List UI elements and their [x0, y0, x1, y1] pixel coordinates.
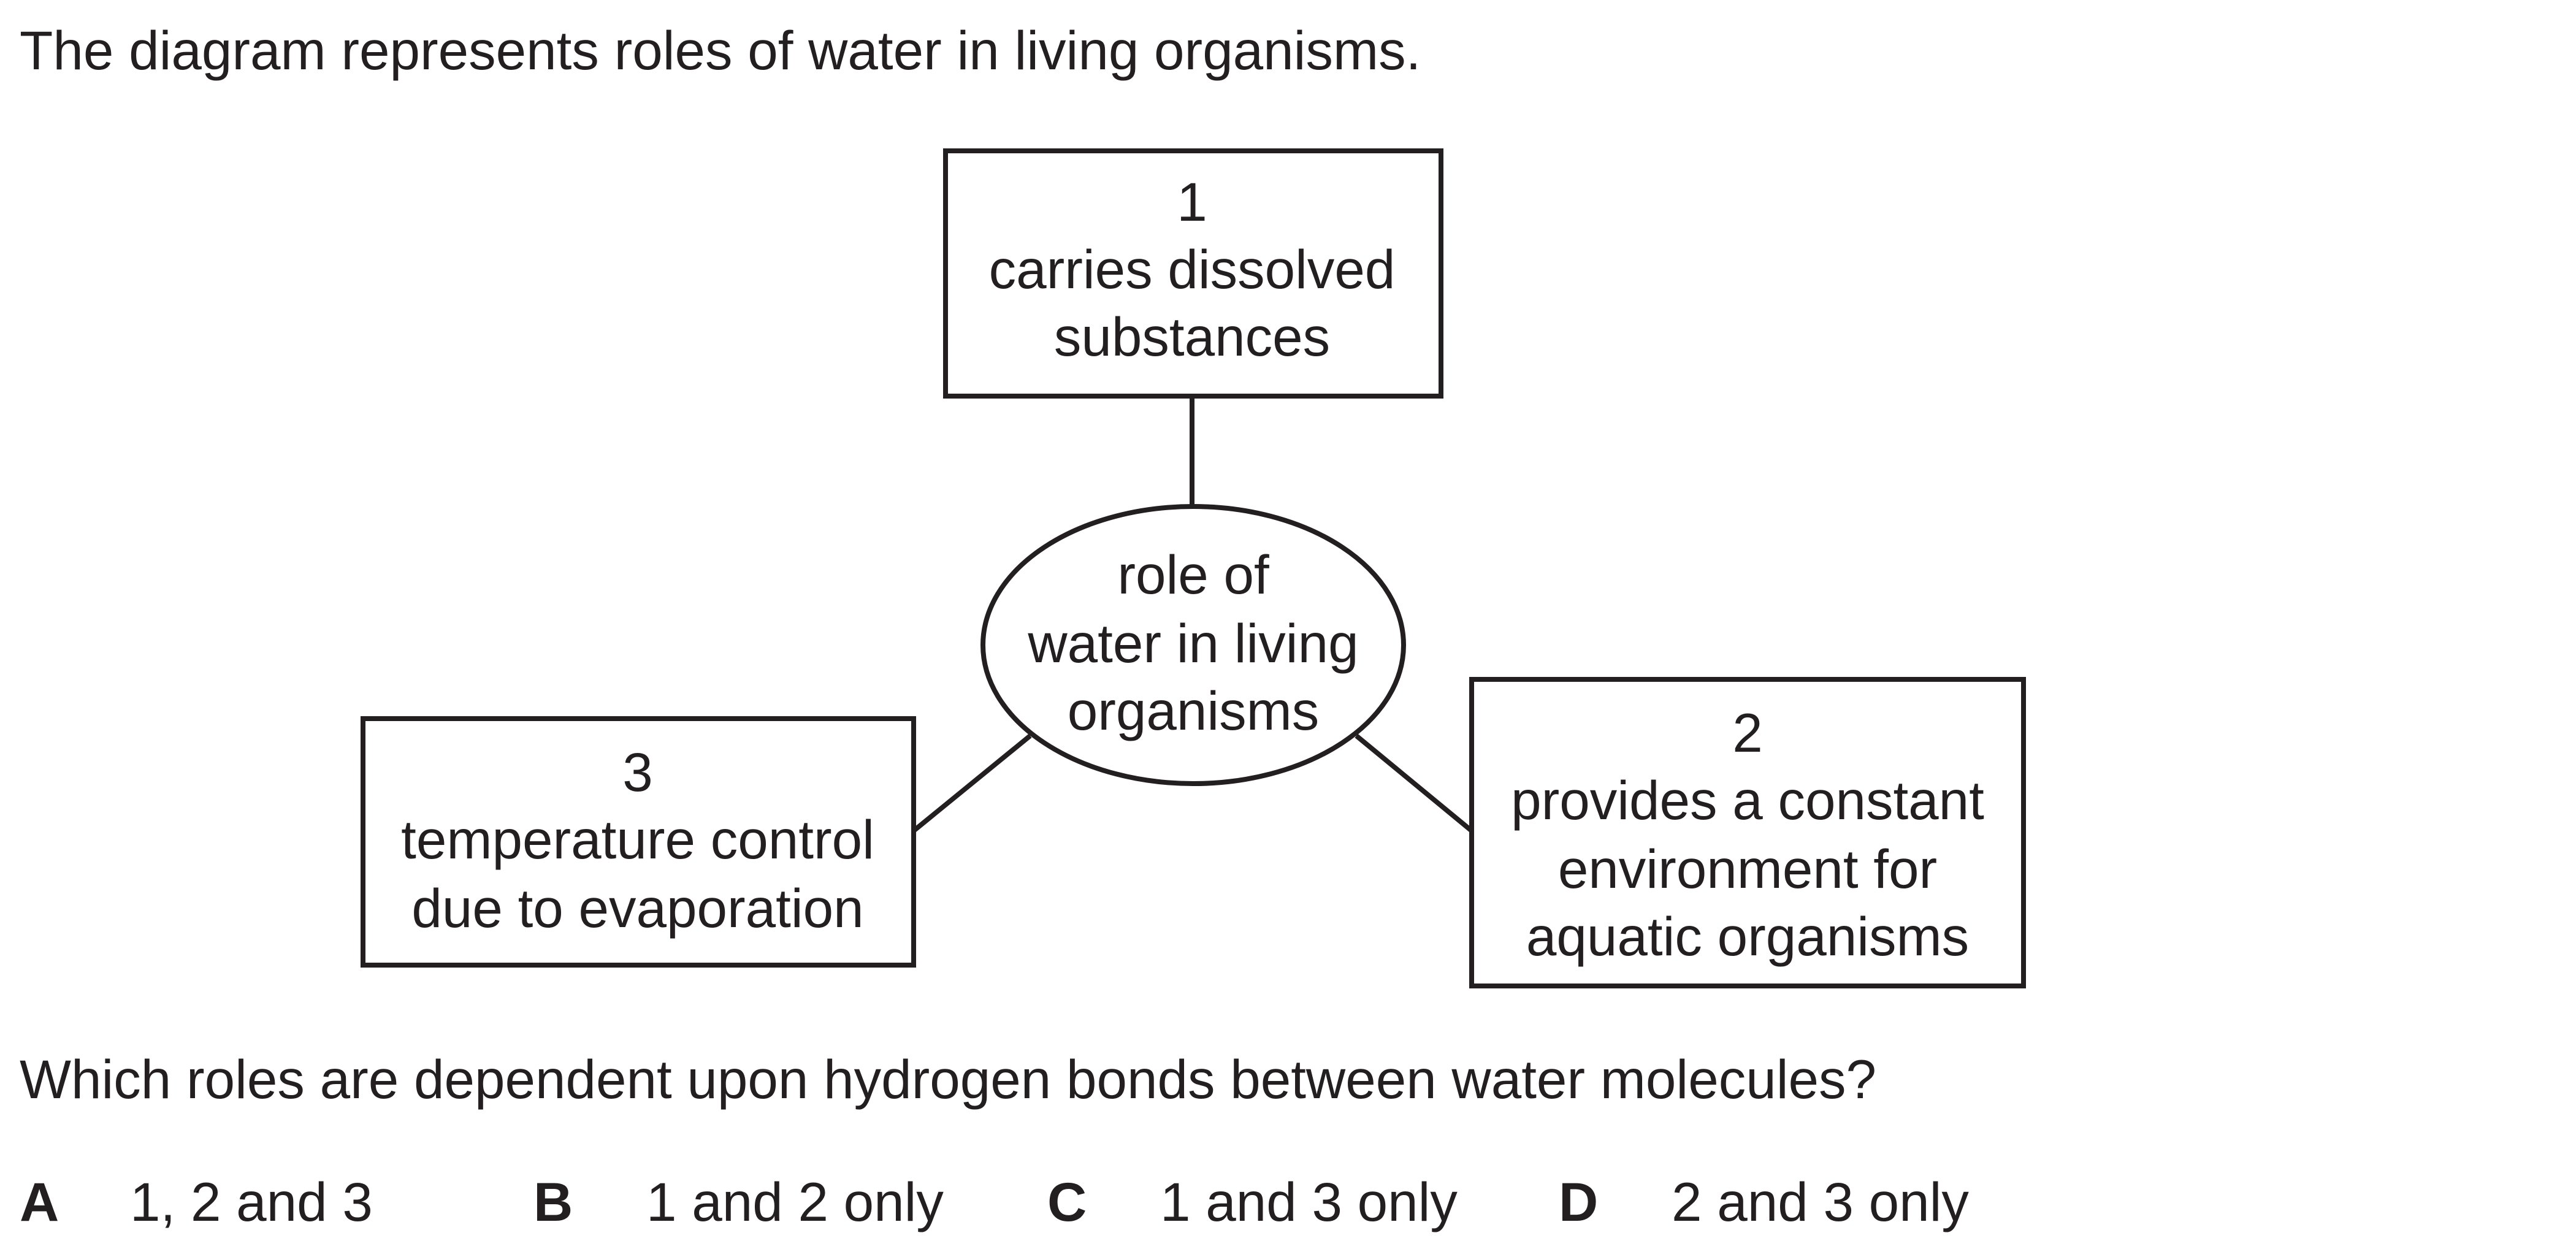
role-box-3-border: [361, 716, 916, 968]
option-a-letter: A: [20, 1171, 59, 1232]
option-b-letter: B: [533, 1171, 573, 1232]
option-d-text: 2 and 3 only: [1672, 1171, 1969, 1232]
role-box-3-number: 3: [622, 741, 653, 803]
role-box-3-line-1: temperature control: [401, 809, 874, 870]
role-box-3-line-2: due to evaporation: [411, 877, 863, 939]
question-text: Which roles are dependent upon hydrogen …: [20, 1048, 1876, 1110]
connector-centre-box3: [912, 733, 1032, 833]
central-ellipse-line-2: water in living: [1027, 613, 1358, 674]
option-d-letter: D: [1559, 1171, 1599, 1232]
option-a-text: 1, 2 and 3: [130, 1171, 373, 1232]
role-box-1-line-2: substances: [1054, 306, 1330, 367]
role-box-2-line-3: aquatic organisms: [1526, 906, 1969, 967]
option-b[interactable]: B 1 and 2 only: [533, 1165, 944, 1239]
option-b-text: 1 and 2 only: [646, 1171, 944, 1232]
connector-centre-box2: [1355, 733, 1473, 833]
role-box-1-line-1: carries dissolved: [989, 239, 1396, 300]
role-box-1-border: [943, 148, 1443, 399]
role-box-1: 1 carries dissolved substances: [943, 148, 1443, 399]
role-box-1-number: 1: [1177, 171, 1207, 232]
role-box-2-line-2: environment for: [1558, 838, 1937, 900]
role-box-2-border: [1469, 677, 2026, 988]
role-box-2-line-1: provides a constant: [1511, 770, 1984, 831]
central-ellipse-line-3: organisms: [1068, 680, 1320, 741]
role-box-2: 2 provides a constant environment for aq…: [1469, 677, 2026, 988]
option-a[interactable]: A 1, 2 and 3: [20, 1165, 373, 1239]
role-box-2-number: 2: [1732, 702, 1763, 763]
role-box-3: 3 temperature control due to evaporation: [361, 716, 916, 968]
option-c[interactable]: C 1 and 3 only: [1047, 1165, 1458, 1239]
central-ellipse-border: [980, 504, 1406, 786]
option-d[interactable]: D 2 and 3 only: [1559, 1165, 1969, 1239]
option-c-letter: C: [1047, 1171, 1087, 1232]
option-c-text: 1 and 3 only: [1160, 1171, 1458, 1232]
intro-text: The diagram represents roles of water in…: [20, 20, 1421, 81]
central-ellipse-line-1: role of: [1117, 544, 1269, 605]
central-ellipse: role of water in living organisms: [980, 504, 1406, 786]
